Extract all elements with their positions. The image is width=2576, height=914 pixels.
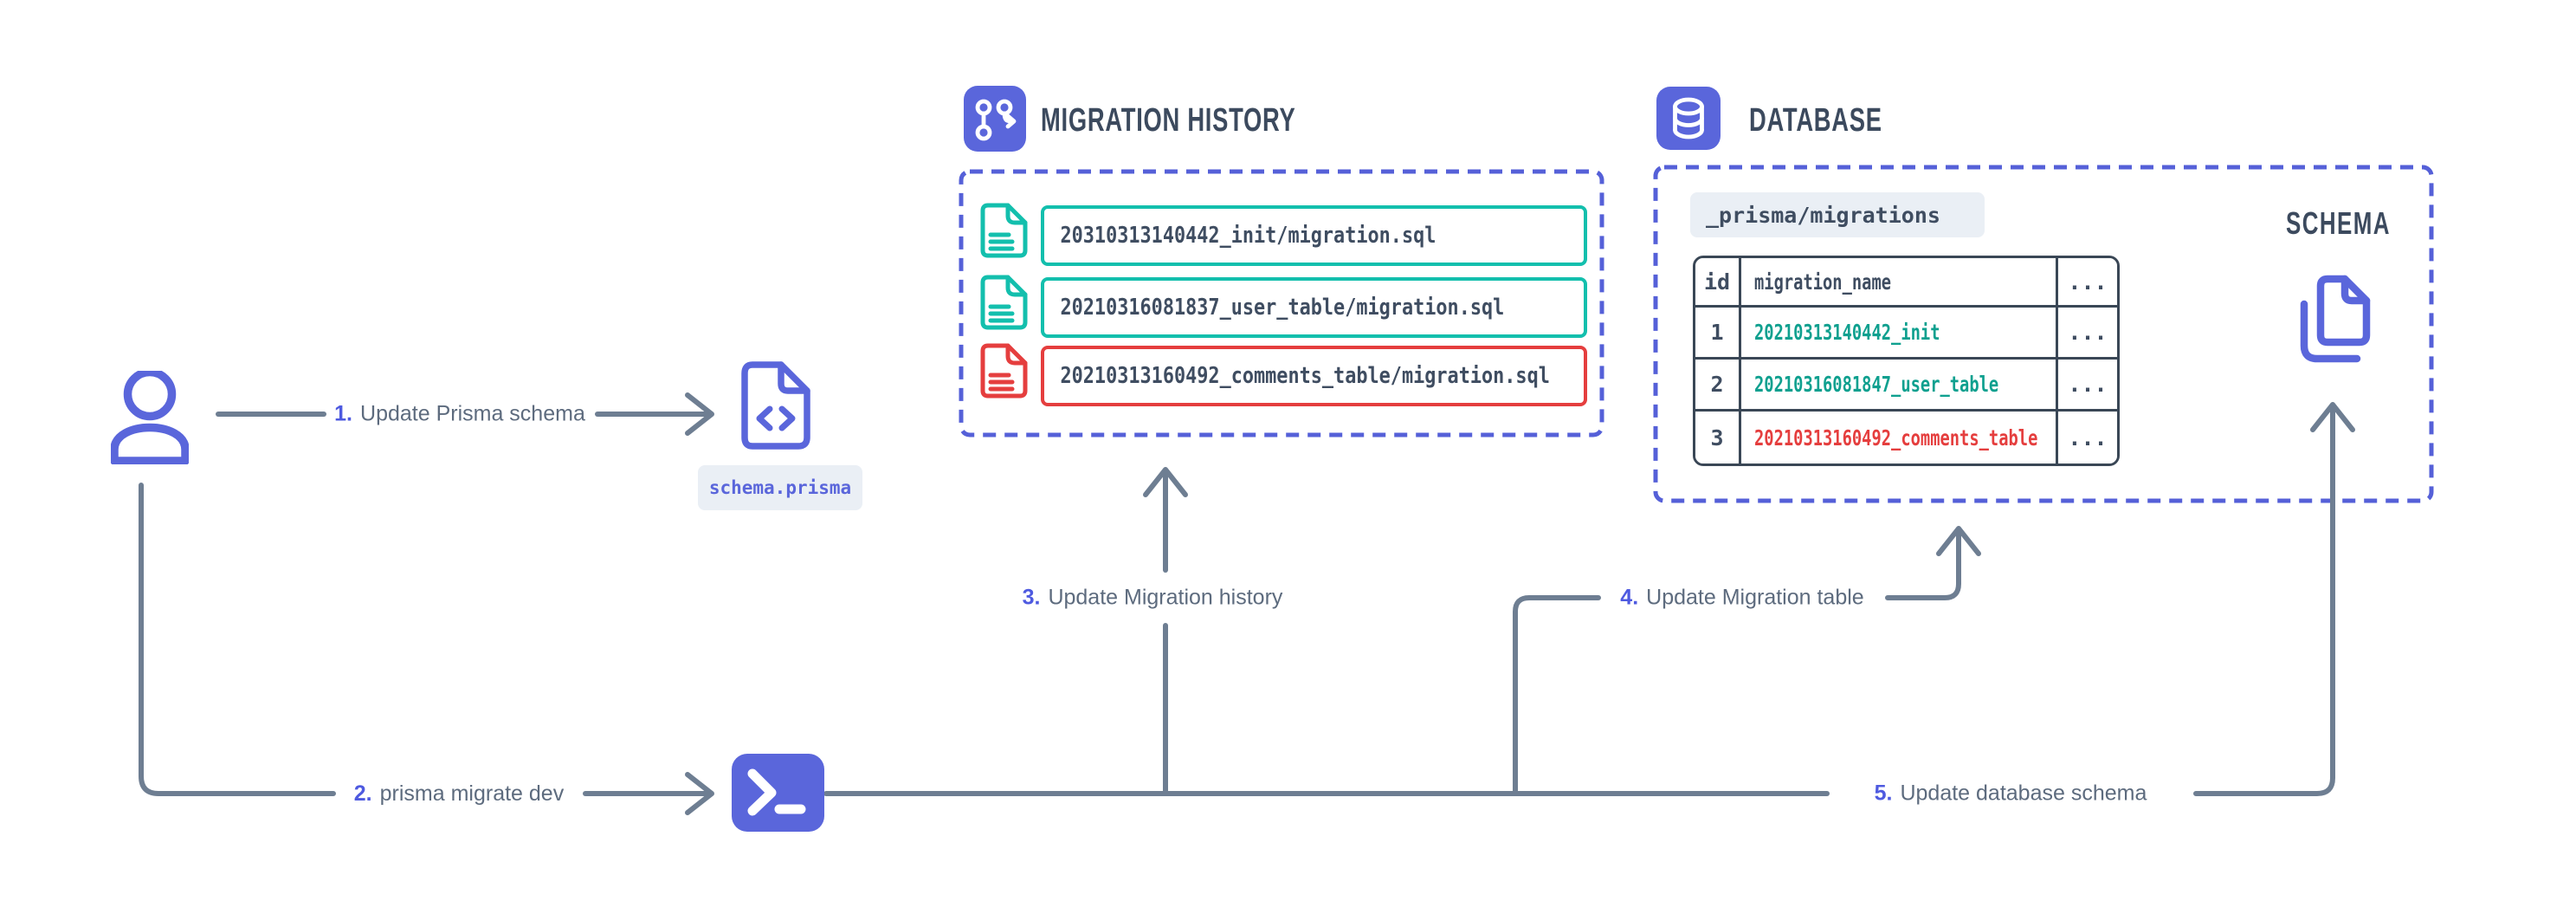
arrow-step2: [139, 483, 1830, 815]
database-icon: [1656, 87, 1721, 154]
table-cell-id: 3: [1695, 412, 1741, 463]
step-text: prisma migrate dev: [379, 781, 565, 806]
sql-file-icon: [980, 275, 1029, 334]
arrow-step4: [1513, 526, 1981, 796]
table-cell-name: 20210313140442_init: [1741, 308, 2058, 360]
table-cell-more: ...: [2058, 308, 2117, 360]
table-cell-more: ...: [2058, 360, 2117, 412]
table-cell-more: ...: [2058, 412, 2117, 463]
arrow-step1: [216, 392, 714, 436]
step-number: 4.: [1620, 585, 1639, 610]
table-cell-name: 20210316081847_user_table: [1741, 360, 2058, 412]
table-header-cell: migration_name: [1741, 258, 2058, 308]
step-3-label: 3. Update Migration history: [1023, 586, 1283, 611]
database-boundary: [1653, 165, 2434, 503]
table-header-cell: id: [1695, 258, 1741, 308]
arrowhead-right-icon: [685, 392, 714, 436]
table-cell-id: 1: [1695, 308, 1741, 360]
schema-file-badge: schema.prisma: [698, 465, 862, 510]
migrations-table-name: _prisma/migrations: [1706, 202, 1940, 228]
arrowhead-up-icon: [2310, 402, 2355, 432]
schema-file-name: schema.prisma: [708, 477, 852, 498]
user-icon: [110, 367, 190, 469]
arrow-step5: [2193, 402, 2355, 796]
migration-file-row: 20210316081837_user_table/migration.sql: [1041, 277, 1587, 338]
table-cell-name: 20210313160492_comments_table: [1741, 412, 2058, 463]
database-title: DATABASE: [1749, 102, 1882, 139]
migration-history-boundary: [959, 169, 1604, 438]
sql-file-icon: [980, 203, 1029, 263]
arrow-step3: [1143, 467, 1188, 796]
copy-pages-icon: [2291, 273, 2378, 374]
arrowhead-up-icon: [1936, 526, 1981, 556]
step-number: 3.: [1022, 585, 1041, 610]
migration-file-name: 20210313160492_comments_table/migration.…: [1060, 363, 1550, 389]
migration-file-row: 20210313160492_comments_table/migration.…: [1041, 346, 1587, 406]
step-number: 2.: [353, 781, 372, 806]
arrowhead-right-icon: [685, 772, 714, 815]
table-header-cell: ...: [2058, 258, 2117, 308]
terminal-icon: [732, 754, 824, 836]
migrations-table: id migration_name ... 1 20210313140442_i…: [1693, 256, 2120, 466]
migration-file-name: 20210316081837_user_table/migration.sql: [1060, 295, 1505, 321]
table-cell-id: 2: [1695, 360, 1741, 412]
step-text: Update Migration table: [1646, 585, 1864, 610]
code-file-icon: [740, 360, 811, 455]
git-branch-icon: [964, 86, 1026, 156]
step-4-label: 4. Update Migration table: [1620, 586, 1863, 611]
migration-file-row: 20310313140442_init/migration.sql: [1041, 205, 1587, 266]
step-5-label: 5. Update database schema: [1875, 781, 2147, 807]
sql-file-icon: [980, 343, 1029, 403]
step-text: Update database schema: [1900, 781, 2147, 806]
step-text: Update Migration history: [1048, 585, 1283, 610]
migration-file-name: 20310313140442_init/migration.sql: [1060, 223, 1436, 249]
arrowhead-up-icon: [1143, 467, 1188, 497]
step-number: 5.: [1874, 781, 1893, 806]
step-text: Update Prisma schema: [360, 401, 585, 426]
migration-history-title: MIGRATION HISTORY: [1041, 102, 1296, 139]
step-2-label: 2. prisma migrate dev: [354, 781, 564, 807]
step-number: 1.: [334, 401, 353, 426]
migrations-table-badge: _prisma/migrations: [1690, 192, 1985, 237]
step-1-label: 1. Update Prisma schema: [334, 402, 585, 427]
schema-label: SCHEMA: [2286, 205, 2391, 241]
